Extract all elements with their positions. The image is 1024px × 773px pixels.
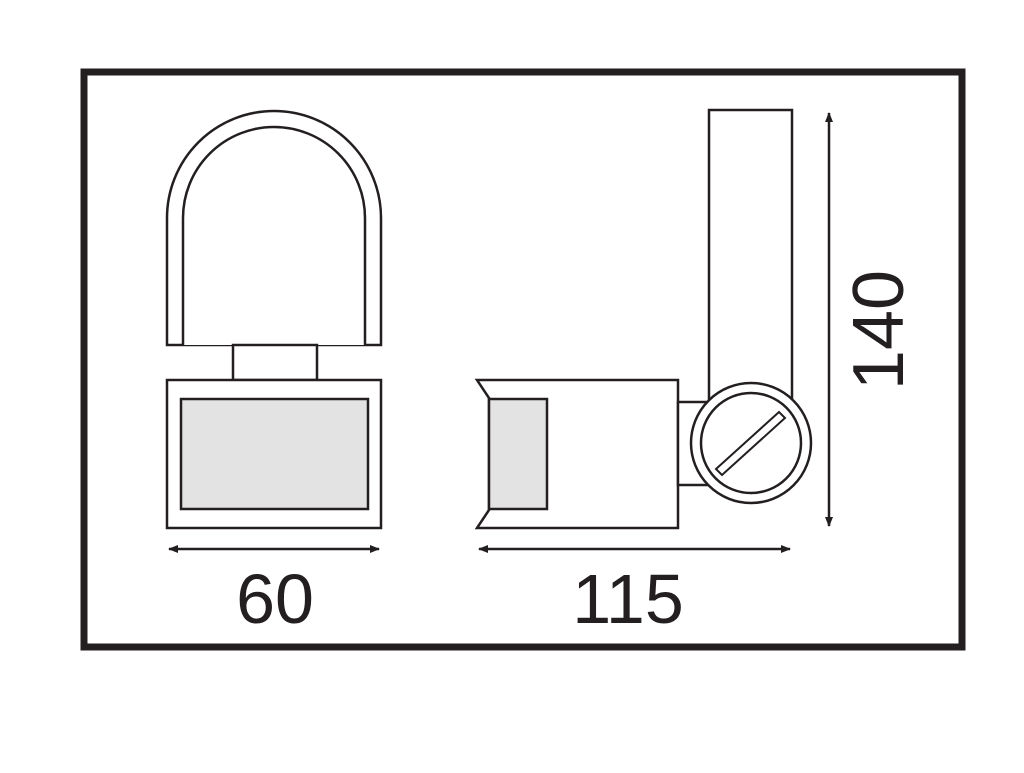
front-lens-window bbox=[179, 397, 370, 511]
side-mount-plate bbox=[707, 108, 794, 402]
side-view bbox=[474, 108, 813, 530]
front-view bbox=[165, 109, 383, 530]
front-neck bbox=[231, 343, 319, 382]
height-dimension-label: 140 bbox=[839, 270, 919, 390]
width-dimension-label: 60 bbox=[236, 560, 314, 638]
side-lens bbox=[487, 397, 549, 511]
front-bracket-inner bbox=[181, 125, 367, 345]
dimension-lines bbox=[168, 112, 833, 553]
depth-dimension-label: 115 bbox=[572, 560, 684, 638]
screw-slot bbox=[714, 410, 787, 477]
